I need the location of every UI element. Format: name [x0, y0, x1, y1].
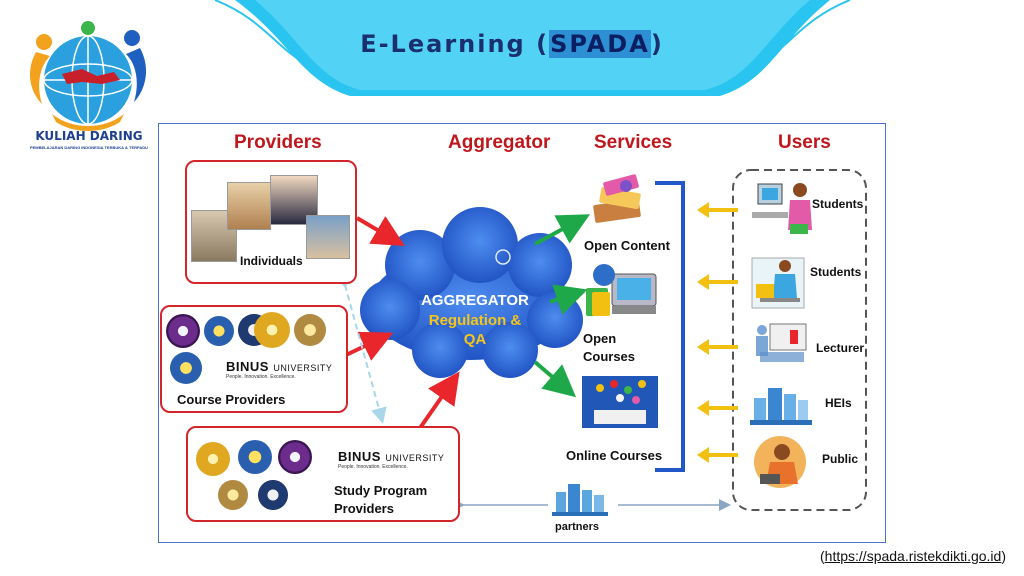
heading-providers: Providers	[234, 132, 322, 153]
online-courses-icon	[582, 376, 658, 428]
heading-services: Services	[594, 132, 673, 153]
university-seal-4	[254, 312, 290, 348]
individual-photo-2	[227, 182, 271, 230]
page-title: E-Learning (SPADA)	[360, 30, 664, 58]
university-seal-7	[196, 442, 230, 476]
public-icon	[754, 436, 806, 488]
arrow-aggregator-to-open-courses	[549, 284, 588, 315]
label-lecturer: Lecturer	[816, 341, 865, 355]
university-seal-11	[258, 480, 288, 510]
aggregator-line3: QA	[463, 331, 487, 348]
university-seal-2	[204, 316, 234, 346]
aggregator-line2: Regulation &	[428, 312, 522, 329]
lecturer-icon	[756, 323, 807, 362]
heis-icon	[750, 388, 812, 425]
arrow-aggregator-to-online-courses	[533, 360, 577, 398]
aggregator-cloud	[360, 207, 583, 378]
title-highlight: SPADA	[549, 30, 651, 58]
label-open-content: Open Content	[584, 238, 670, 253]
binus-logo-2: BINUS UNIVERSITY People. Innovation. Exc…	[338, 449, 445, 470]
university-seal-5	[294, 314, 326, 346]
label-open-courses-line1: Open	[583, 331, 617, 346]
individual-photo-4	[306, 215, 350, 259]
open-content-icon	[593, 174, 641, 223]
logo-text: KULIAH DARING	[35, 129, 143, 143]
label-partners: partners	[555, 521, 600, 533]
student-desk-icon	[751, 257, 805, 309]
logo-subtext: PEMBELAJARAN DARING INDONESIA TERBUKA & …	[29, 145, 149, 150]
student-computer-icon	[752, 183, 812, 234]
label-individuals: Individuals	[240, 254, 303, 268]
binus-logo-1: BINUS UNIVERSITY People. Innovation. Exc…	[226, 359, 333, 380]
partners-icon	[552, 484, 608, 516]
university-seal-8	[238, 440, 272, 474]
label-online-courses: Online Courses	[566, 448, 663, 463]
kuliah-daring-logo	[29, 21, 147, 131]
label-students-2: Students	[810, 265, 862, 279]
label-students-1: Students	[812, 197, 864, 211]
header-band	[214, 0, 851, 96]
university-seal-1	[166, 314, 200, 348]
label-study-program-line1: Study Program	[334, 483, 428, 498]
arrow-individuals-to-aggregator	[355, 216, 405, 247]
arrow-course-providers-to-aggregator	[345, 331, 394, 361]
open-courses-icon	[586, 264, 657, 316]
users-dashed-box	[732, 169, 867, 511]
university-seal-6	[170, 352, 202, 384]
label-study-program-line2: Providers	[334, 501, 394, 516]
source-link[interactable]: https://spada.ristekdikti.go.id	[824, 548, 1002, 564]
diagram-frame	[158, 123, 886, 543]
label-public: Public	[822, 452, 859, 466]
arrow-study-program-to-aggregator	[418, 371, 460, 430]
arrow-aggregator-to-open-content	[534, 214, 591, 246]
footer-source: (https://spada.ristekdikti.go.id)	[820, 548, 1006, 564]
services-bracket	[655, 181, 685, 472]
university-seal-9	[278, 440, 312, 474]
dashed-link-providers	[334, 271, 387, 424]
heading-users: Users	[778, 132, 831, 153]
yellow-arrows	[697, 202, 738, 463]
heading-aggregator: Aggregator	[448, 132, 551, 153]
aggregator-line1: AGGREGATOR	[421, 292, 529, 309]
label-course-providers: Course Providers	[177, 392, 286, 407]
label-heis: HEIs	[825, 396, 852, 410]
university-seal-10	[218, 480, 248, 510]
label-open-courses-line2: Courses	[583, 349, 636, 364]
